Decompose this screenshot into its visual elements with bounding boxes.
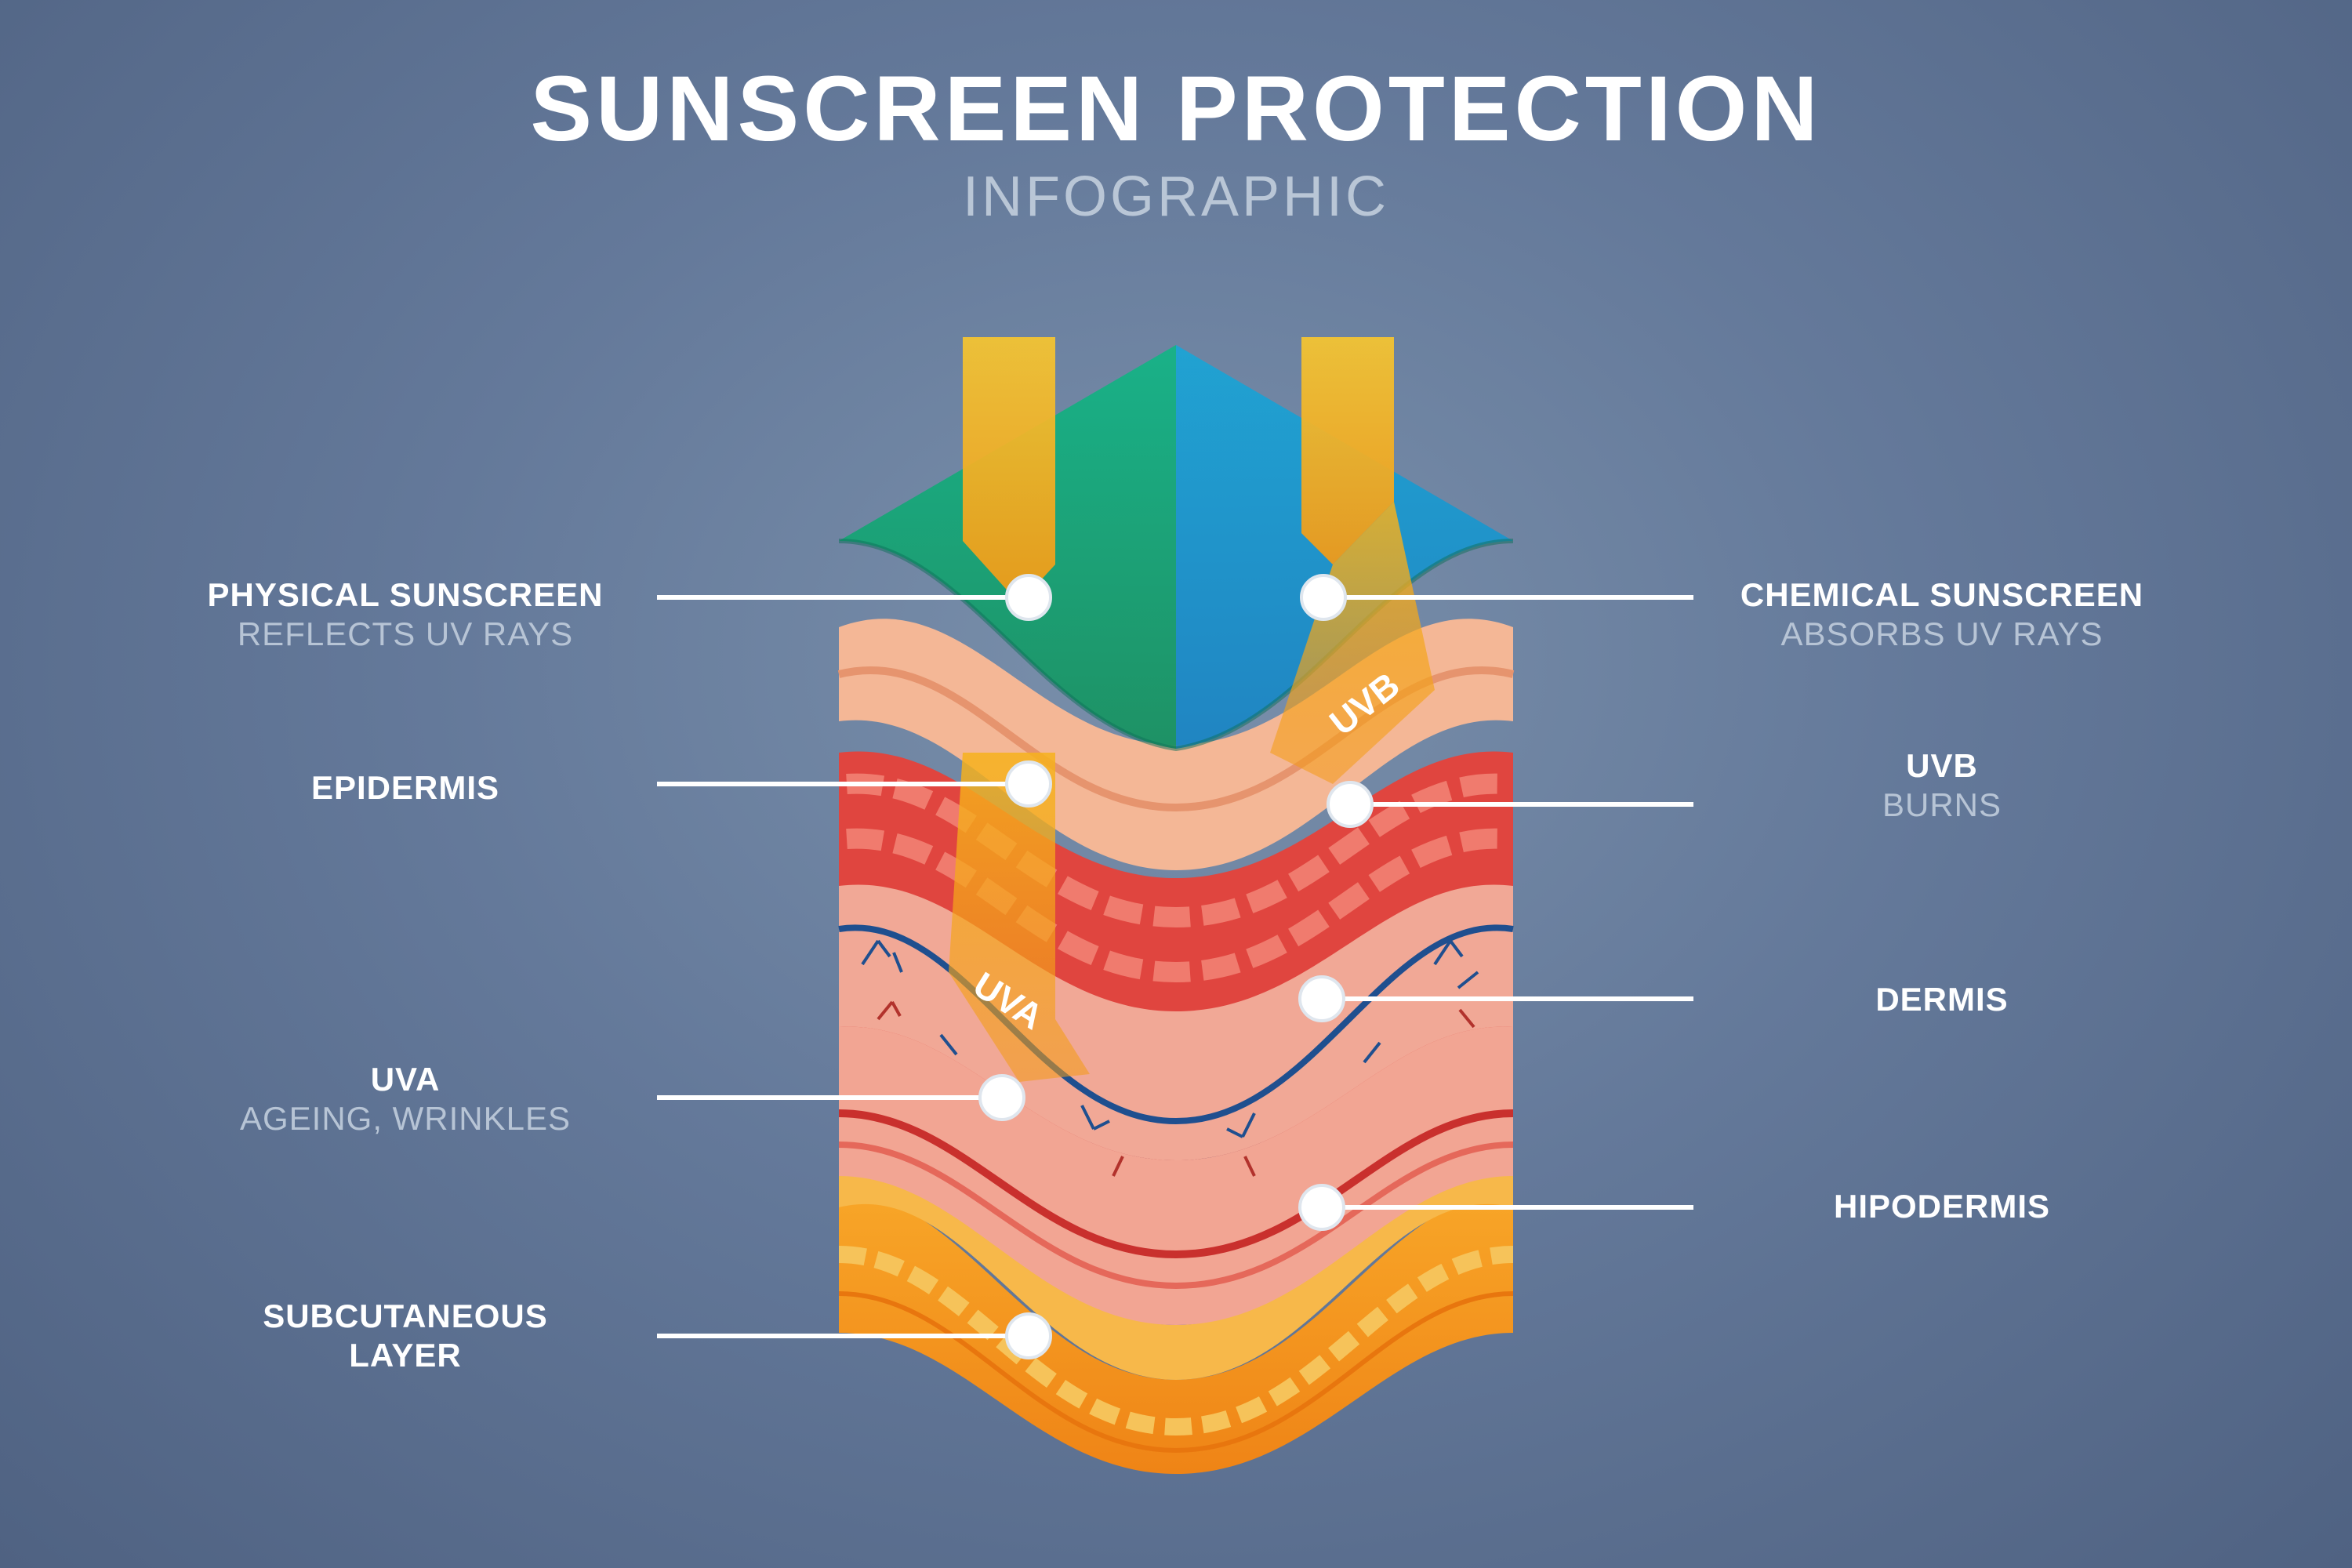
label-dermis-title: DERMIS	[1875, 981, 2009, 1018]
page-subtitle: INFOGRAPHIC	[962, 165, 1390, 228]
label-uvb-desc: BURNS	[1882, 786, 2002, 823]
capillary-branches	[861, 939, 1479, 1138]
node-uvb	[1327, 781, 1374, 828]
reflected-uv-ray	[963, 337, 1055, 604]
label-uvb: UVB BURNS	[1691, 746, 2193, 824]
page-title: SUNSCREEN PROTECTION	[530, 57, 1822, 161]
node-chemical-sunscreen	[1300, 574, 1347, 621]
subcutaneous-layer-block	[838, 1171, 1514, 1474]
label-subcutaneous-title-line2: LAYER	[349, 1336, 462, 1374]
blood-vessel	[838, 924, 1514, 1125]
callout-nodes	[978, 574, 1374, 1359]
label-physical-sunscreen: PHYSICAL SUNSCREEN REFLECTS UV RAYS	[154, 575, 656, 653]
uva-ray	[949, 753, 1090, 1082]
node-subcutaneous	[1005, 1312, 1052, 1359]
label-epidermis-title: EPIDERMIS	[310, 769, 500, 806]
dermis-cell-pattern	[846, 773, 1506, 928]
label-physical-sunscreen-title: PHYSICAL SUNSCREEN	[207, 576, 604, 613]
absorbed-uv-ray	[1301, 337, 1394, 564]
node-hipodermis	[1298, 1184, 1345, 1231]
label-subcutaneous: SUBCUTANEOUS LAYER	[154, 1297, 656, 1374]
label-subcutaneous-title: SUBCUTANEOUS	[263, 1298, 548, 1334]
subcutaneous-layer-front	[839, 1192, 1513, 1474]
label-uva-title: UVA	[370, 1061, 441, 1098]
uvb-ray	[1270, 502, 1435, 784]
label-uva: UVA AGEING, WRINKLES	[154, 1060, 656, 1138]
node-dermis	[1298, 975, 1345, 1022]
label-uva-desc: AGEING, WRINKLES	[239, 1099, 572, 1137]
label-hipodermis: HIPODERMIS	[1691, 1187, 2193, 1226]
label-dermis: DERMIS	[1691, 980, 2193, 1019]
node-physical-sunscreen	[1005, 574, 1052, 621]
node-epidermis	[1005, 760, 1052, 808]
uv-rays: UVB UVA	[949, 337, 1435, 1082]
callout-lines	[657, 595, 1693, 1338]
node-uva	[978, 1074, 1025, 1121]
label-chemical-sunscreen-desc: ABSORBS UV RAYS	[1780, 615, 2103, 652]
label-physical-sunscreen-desc: REFLECTS UV RAYS	[237, 615, 574, 652]
label-epidermis: EPIDERMIS	[154, 768, 656, 808]
subcutaneous-cell-band	[838, 1246, 1514, 1436]
label-hipodermis-title: HIPODERMIS	[1833, 1188, 2051, 1225]
label-uvb-title: UVB	[1906, 747, 1978, 784]
label-chemical-sunscreen: CHEMICAL SUNSCREEN ABSORBS UV RAYS	[1691, 575, 2193, 653]
label-chemical-sunscreen-title: CHEMICAL SUNSCREEN	[1740, 576, 2144, 613]
subcutaneous-layer-top	[839, 1171, 1513, 1380]
